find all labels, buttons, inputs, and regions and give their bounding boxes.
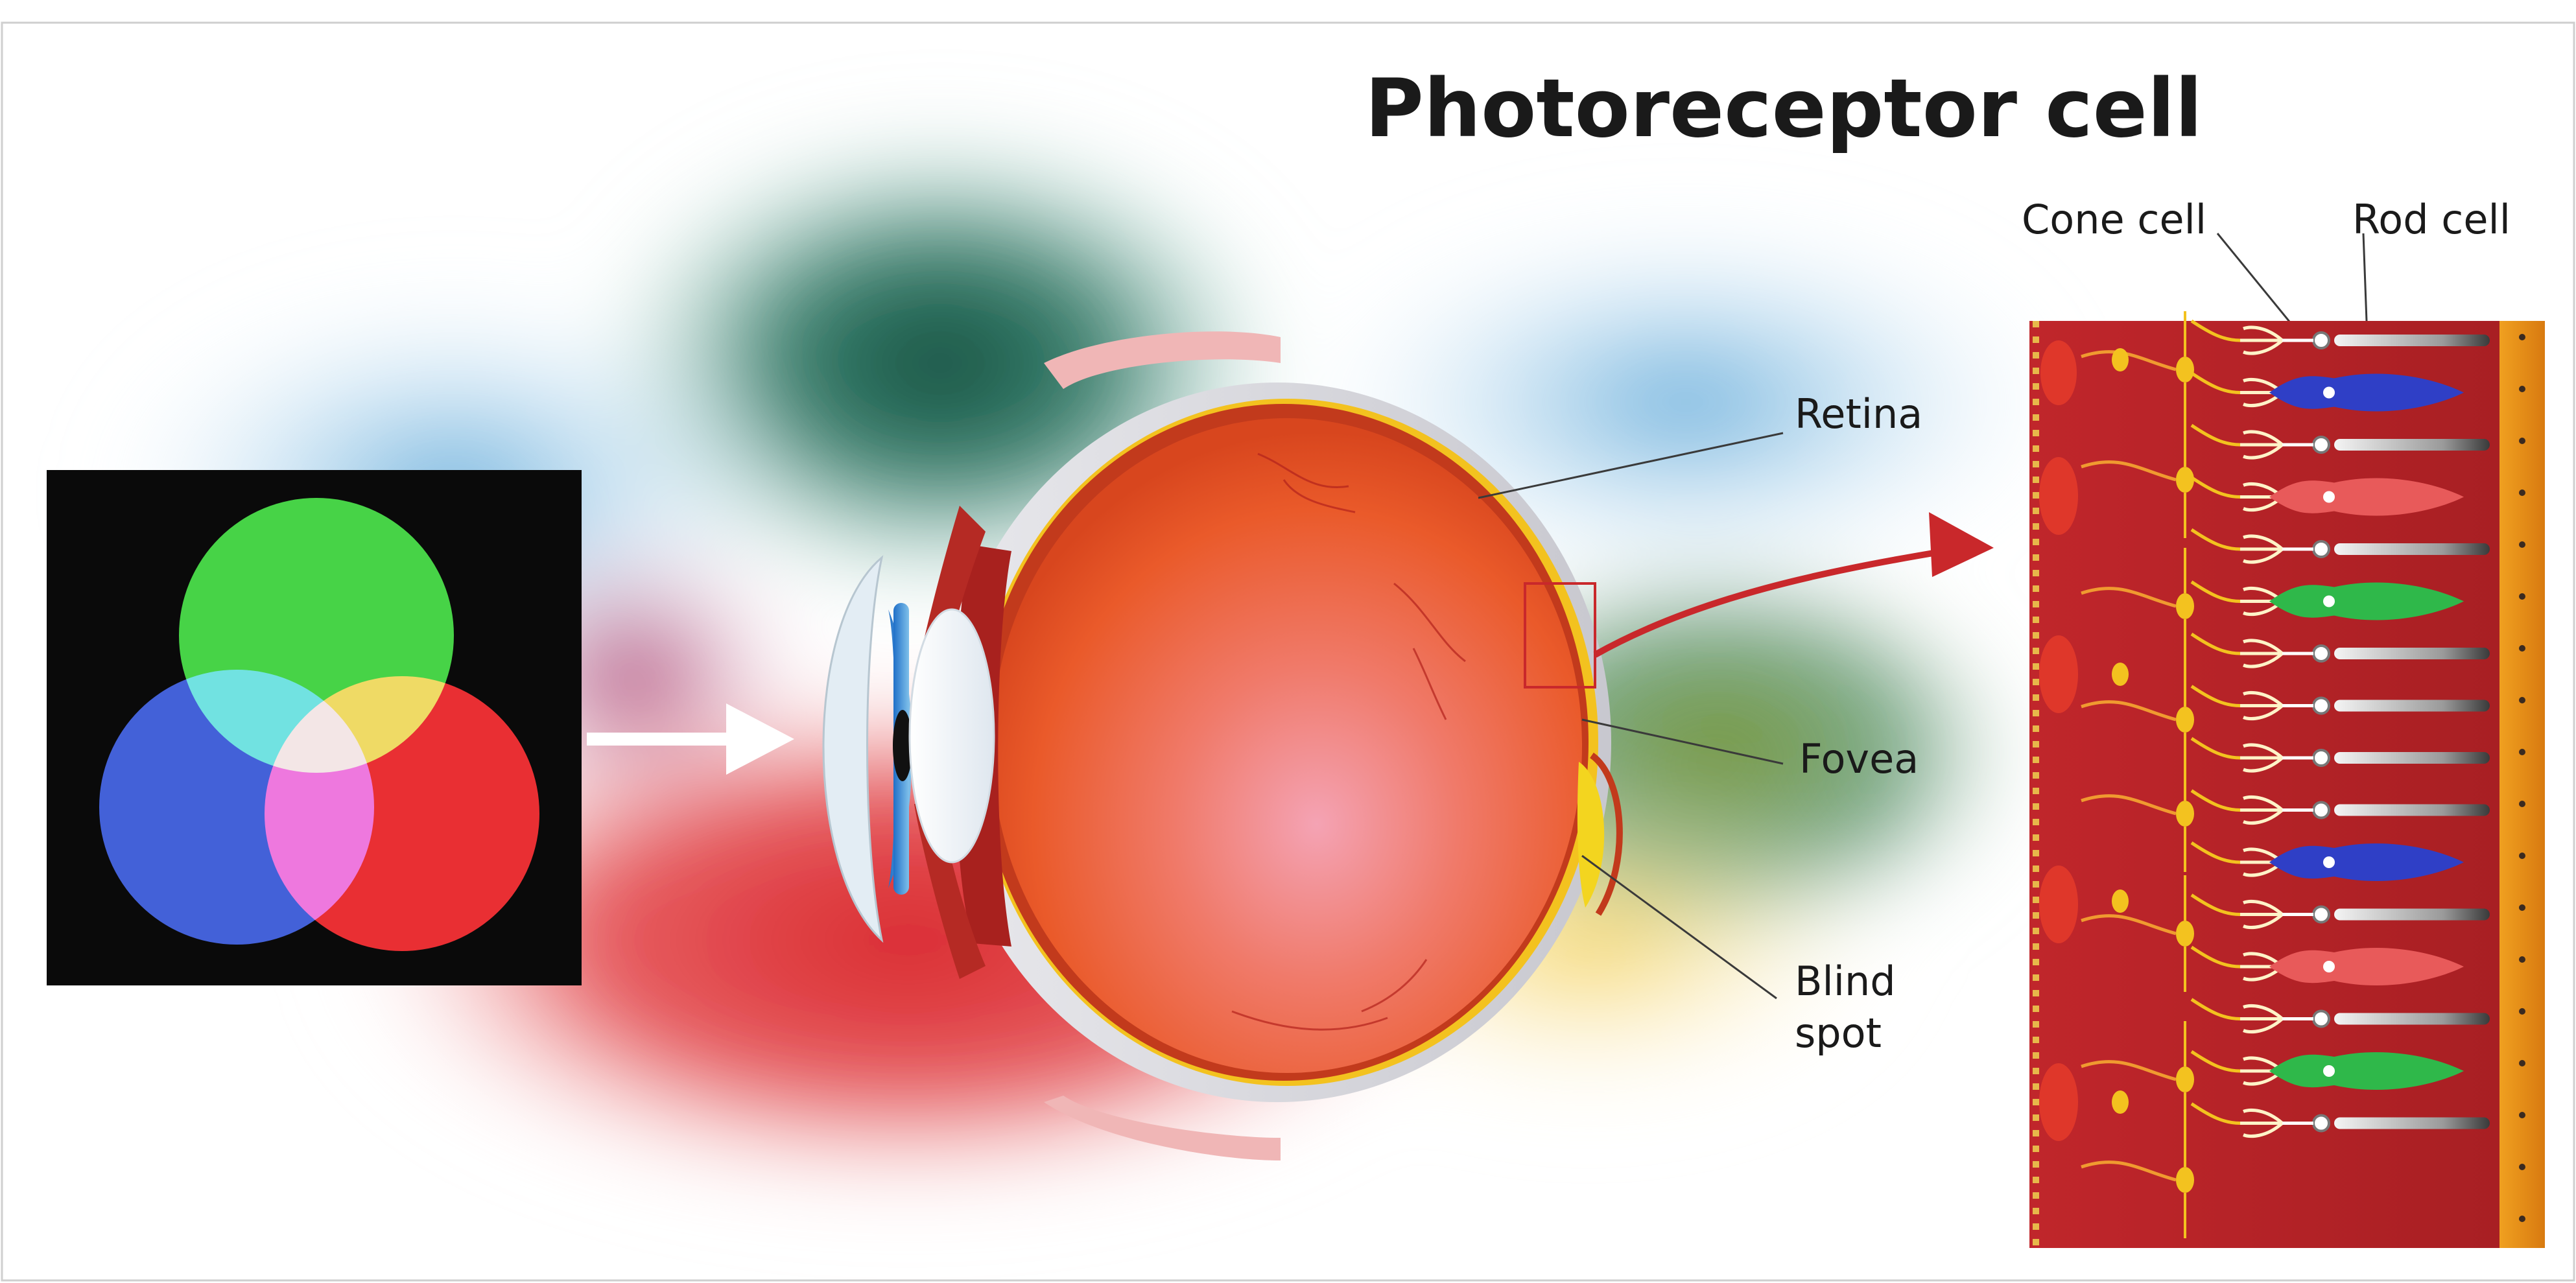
lens xyxy=(910,609,994,862)
pigment-dot xyxy=(2519,697,2525,703)
bipolar-cell xyxy=(2176,1066,2194,1092)
pigment-dot xyxy=(2519,1164,2525,1170)
pigment-dot xyxy=(2519,489,2525,496)
retina-panel xyxy=(2029,311,2545,1248)
pigment-dot xyxy=(2519,904,2525,911)
bipolar-cell xyxy=(2176,801,2194,827)
bipolar-cell xyxy=(2176,1167,2194,1193)
label-blind-spot-line2: spot xyxy=(1795,1009,1882,1057)
label-rod-cell: Rod cell xyxy=(2352,196,2511,243)
bipolar-cell xyxy=(2176,921,2194,947)
pigment-dot xyxy=(2519,1216,2525,1222)
pigment-dot xyxy=(2519,334,2525,340)
pigment-dot xyxy=(2519,749,2525,755)
red-light-circle xyxy=(265,676,539,951)
pigment-dot xyxy=(2519,1112,2525,1118)
label-retina: Retina xyxy=(1795,390,1922,438)
vitreous-body xyxy=(992,418,1582,1073)
pigment-dot xyxy=(2519,593,2525,600)
pigment-epithelium xyxy=(2499,321,2545,1248)
pigment-dot xyxy=(2519,1060,2525,1066)
label-fovea: Fovea xyxy=(1799,735,1919,783)
bipolar-cell xyxy=(2176,357,2194,383)
pigment-dot xyxy=(2519,386,2525,392)
bipolar-cell xyxy=(2176,467,2194,493)
bipolar-cell xyxy=(2176,707,2194,733)
diagram-title: Photoreceptor cell xyxy=(1365,62,2203,156)
label-cone-cell: Cone cell xyxy=(2022,196,2206,243)
pigment-dot xyxy=(2519,645,2525,652)
horizontal-cell xyxy=(2112,889,2129,913)
pigment-dot xyxy=(2519,853,2525,859)
bipolar-cell xyxy=(2176,593,2194,619)
horizontal-cell xyxy=(2112,663,2129,686)
pigment-dot xyxy=(2519,956,2525,963)
pigment-dot xyxy=(2519,541,2525,548)
rgb-color-panel xyxy=(47,470,582,985)
horizontal-cell xyxy=(2112,1090,2129,1114)
pigment-dot xyxy=(2519,438,2525,444)
horizontal-cell xyxy=(2112,348,2129,371)
label-blind-spot-line1: Blind xyxy=(1795,958,1896,1005)
pigment-dot xyxy=(2519,801,2525,807)
pigment-dot xyxy=(2519,1008,2525,1015)
